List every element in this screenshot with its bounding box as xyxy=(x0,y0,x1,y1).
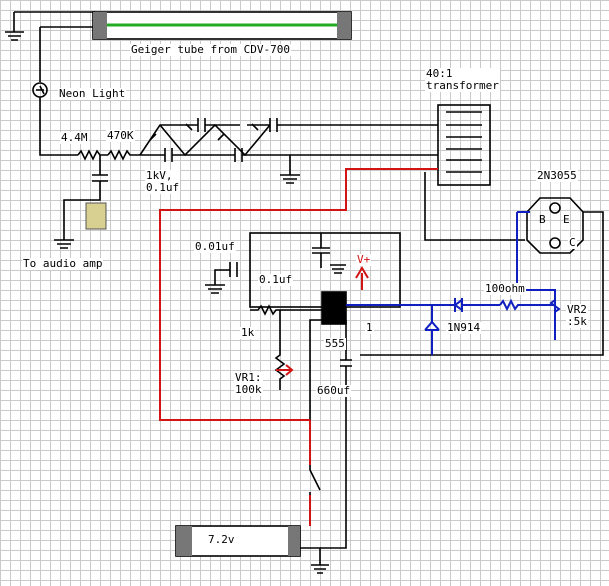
label-battery: 7.2v xyxy=(207,533,236,546)
red-supply-wires xyxy=(159,168,438,526)
vr1-potentiometer xyxy=(274,310,286,390)
label-r-470k: 470K xyxy=(106,129,135,142)
label-r-1k: 1k xyxy=(240,326,256,339)
label-pin1: 1 xyxy=(365,321,374,334)
wire-emitter xyxy=(360,211,604,356)
label-vplus: V+ xyxy=(356,253,372,266)
diode-bars xyxy=(149,123,259,141)
ground-symbol-mid xyxy=(280,155,300,184)
wire-tube-anode xyxy=(39,26,95,82)
label-vr2: VR2 :5k xyxy=(566,303,588,328)
label-vr1: VR1: 100k xyxy=(234,371,263,396)
transformer-core xyxy=(437,104,491,186)
geiger-tube xyxy=(92,11,352,40)
label-pin-e: E xyxy=(563,213,570,226)
label-cap-hv: 1kV, 0.1uf xyxy=(145,169,181,194)
label-ic-555: 555 xyxy=(324,337,346,350)
ground-symbol-top xyxy=(5,31,24,41)
audio-tap-cap xyxy=(63,155,108,240)
transistor-body xyxy=(526,197,584,254)
label-diode: 1N914 xyxy=(446,321,482,334)
label-r-100: 100ohm xyxy=(484,282,526,295)
label-audio: To audio amp xyxy=(22,257,104,270)
switch-and-wire xyxy=(309,319,322,515)
blue-signal-wires xyxy=(346,211,561,355)
audio-jack xyxy=(85,202,107,230)
caps-top xyxy=(197,118,278,132)
label-r-4-4m: 4.4M xyxy=(60,131,89,144)
cap-01-symbol xyxy=(312,233,330,268)
wire-neon xyxy=(39,97,78,156)
resistor-4-4m xyxy=(77,149,108,161)
multiplier-top-rail xyxy=(139,124,425,156)
resistor-470k xyxy=(107,149,140,161)
cap-660-wire xyxy=(320,320,352,549)
battery xyxy=(175,525,301,557)
label-cap-01: 0.1uf xyxy=(258,273,294,286)
label-geiger-tube: Geiger tube from CDV-700 xyxy=(130,43,291,56)
ground-symbol-audio xyxy=(54,239,74,249)
label-neon-light: Neon Light xyxy=(58,87,127,100)
ground-symbol-555 xyxy=(330,264,346,274)
label-cap-660: 660uf xyxy=(316,384,352,397)
label-transistor: 2N3055 xyxy=(536,169,578,182)
caps-bottom xyxy=(164,148,243,162)
battery-ground xyxy=(298,547,329,574)
ic-555-body xyxy=(321,291,347,325)
label-pin-b: B xyxy=(539,213,546,226)
diode-zigzag xyxy=(159,123,271,157)
cap-001-ground xyxy=(205,262,238,294)
label-cap-001: 0.01uf xyxy=(194,240,236,253)
resistor-1k xyxy=(250,304,322,316)
label-transformer: 40:1 transformer xyxy=(425,67,500,92)
label-pin-c: C xyxy=(568,236,577,249)
transformer-leads xyxy=(424,124,525,241)
